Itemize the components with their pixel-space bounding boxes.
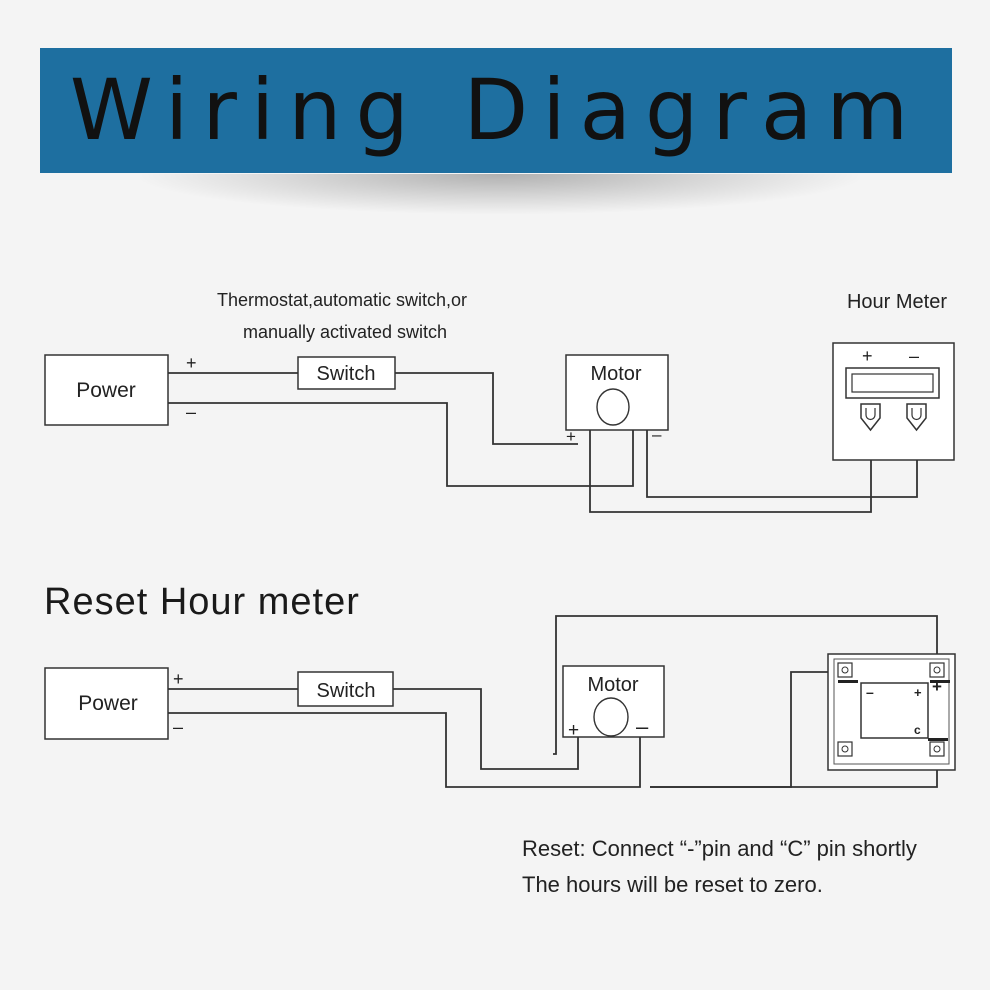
- reset-switch-label: Switch: [317, 680, 376, 702]
- meter-panel-minus: –: [866, 684, 874, 700]
- meter-pin-top-right-icon: [929, 662, 945, 678]
- meter-plus-pin-bar: [930, 680, 950, 683]
- meter-minus-pin-bar: [838, 680, 858, 683]
- reset-power-minus-sign: –: [173, 717, 183, 737]
- meter-plus-pin-sign: +: [932, 677, 942, 696]
- hour-meter-label: Hour Meter: [847, 291, 947, 313]
- wire-motor-minus-to-meter-minus: [646, 430, 918, 498]
- meter-panel-plus: +: [914, 685, 922, 700]
- meter-pin-top-left-icon: [837, 662, 853, 678]
- motor-minus-sign: –: [652, 425, 662, 444]
- reset-motor-minus-sign: –: [636, 714, 649, 739]
- meter-display-inner: [851, 373, 934, 393]
- reset-wire-meter-minus: [650, 671, 842, 788]
- meter-minus-sign: –: [909, 346, 919, 366]
- meter-pin-bottom-right-icon: [929, 741, 945, 757]
- title-banner: [40, 48, 952, 173]
- power-box: [44, 354, 169, 426]
- meter-label-panel: [860, 682, 929, 739]
- page-title: Wiring Diagram: [69, 61, 923, 159]
- switch-label: Switch: [317, 363, 376, 385]
- reset-note-line2: The hours will be reset to zero.: [522, 872, 823, 897]
- meter-plus-sign: +: [862, 346, 873, 366]
- motor-label: Motor: [590, 363, 641, 385]
- motor-plus-sign: +: [566, 427, 576, 446]
- reset-power-box: [44, 667, 169, 740]
- reset-heading: Reset Hour meter: [44, 581, 360, 623]
- hour-meter-box: [832, 342, 955, 461]
- meter-display: [845, 367, 940, 399]
- reset-note-line1: Reset: Connect “-”pin and “C” pin shortl…: [522, 836, 917, 861]
- meter-pin-bottom-left-icon: [837, 741, 853, 757]
- switch-note-line2: manually activated switch: [243, 322, 447, 342]
- reset-wire-motor-plus-to-meter-plus: [553, 615, 938, 755]
- reset-power-plus-sign: +: [173, 669, 184, 689]
- switch-note-line1: Thermostat,automatic switch,or: [217, 290, 467, 310]
- reset-motor-label: Motor: [587, 674, 638, 696]
- wire-motor-plus-to-meter-plus: [589, 430, 872, 513]
- reset-motor-plus-sign: +: [568, 720, 579, 741]
- meter-panel-c: c: [914, 723, 921, 737]
- reset-diagram: Reset Hour meter Power + – Switch Motor …: [44, 581, 956, 897]
- wiring-diagram: Power + – Thermostat,automatic switch,or…: [44, 290, 955, 513]
- power-plus-sign: +: [186, 353, 197, 373]
- motor-icon: [596, 388, 630, 426]
- switch-box: [297, 356, 396, 390]
- power-minus-sign: –: [186, 402, 196, 422]
- reset-switch-box: [297, 671, 394, 707]
- reset-wire-power-minus-to-motor-minus: [168, 712, 641, 788]
- reset-motor-icon: [593, 697, 629, 737]
- reset-wire-switch-to-motor-plus: [393, 688, 579, 770]
- wire-switch-to-motor-plus: [395, 372, 578, 445]
- banner-shadow: [140, 174, 860, 214]
- wire-power-minus-to-motor: [168, 402, 634, 487]
- meter-c-pin-bar: [928, 738, 948, 741]
- reset-power-label: Power: [78, 692, 138, 715]
- power-label: Power: [76, 379, 136, 402]
